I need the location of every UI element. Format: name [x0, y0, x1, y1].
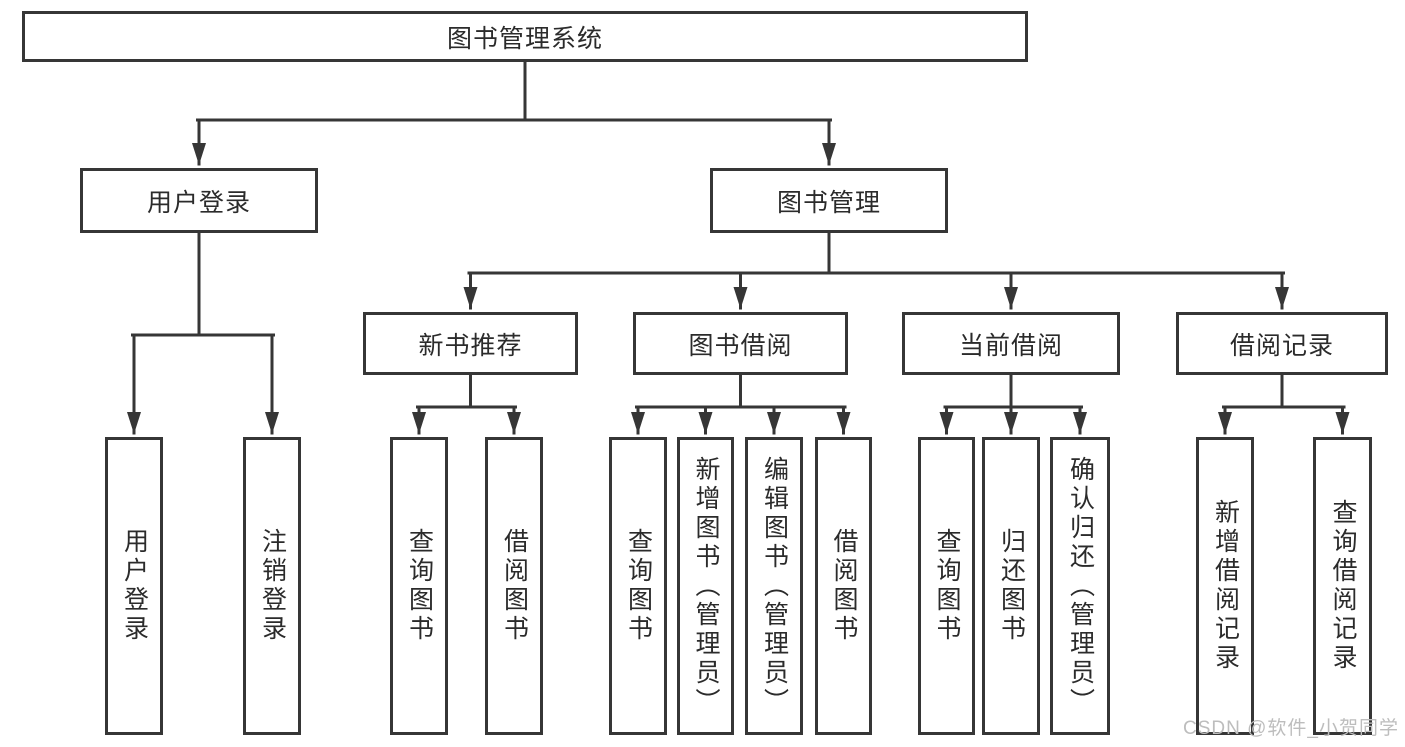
node-leaf-borrow-add-books-admin: 新增图书（管理员） — [677, 437, 734, 735]
node-borrow-records-label: 借阅记录 — [1229, 331, 1334, 360]
node-leaf-borrow-edit-books-admin: 编辑图书（管理员） — [745, 437, 803, 735]
csdn-watermark: CSDN @软件_小贺同学 — [1183, 718, 1399, 739]
node-user-login-label: 用户登录 — [146, 188, 251, 217]
node-leaf-record-add-borrow-record: 新增借阅记录 — [1196, 437, 1254, 735]
node-leaf-logout: 注销登录 — [243, 437, 301, 735]
node-root-library-system: 图书管理系统 — [22, 11, 1028, 62]
node-leaf-user-login: 用户登录 — [105, 437, 163, 735]
node-leaf-record-query-borrow-record: 查询借阅记录 — [1313, 437, 1372, 735]
node-leaf-record-add-borrow-record-label: 新增借阅记录 — [1211, 499, 1240, 673]
node-user-login: 用户登录 — [80, 168, 318, 233]
connector-recommend-to-leaves — [412, 373, 521, 435]
node-leaf-record-query-borrow-record-label: 查询借阅记录 — [1329, 499, 1357, 673]
node-current-borrowing-label: 当前借阅 — [958, 331, 1063, 360]
node-leaf-current-query-books: 查询图书 — [918, 437, 975, 735]
node-book-borrowing-label: 图书借阅 — [688, 331, 793, 360]
node-leaf-borrow-query-books-label: 查询图书 — [624, 528, 653, 644]
connector-record-to-leaves — [1218, 373, 1350, 435]
node-borrow-records: 借阅记录 — [1176, 312, 1388, 375]
node-leaf-recommend-query-books-label: 查询图书 — [405, 528, 434, 644]
node-leaf-user-login-label: 用户登录 — [120, 528, 149, 644]
node-leaf-current-query-books-label: 查询图书 — [933, 528, 961, 644]
node-book-borrowing: 图书借阅 — [633, 312, 848, 375]
connector-borrow-to-leaves — [631, 373, 851, 435]
connector-book-mgmt-to-level3 — [463, 231, 1289, 310]
node-current-borrowing: 当前借阅 — [902, 312, 1120, 375]
node-leaf-logout-label: 注销登录 — [258, 528, 287, 644]
node-leaf-borrow-edit-books-admin-label: 编辑图书（管理员） — [760, 455, 789, 717]
node-new-book-recommend-label: 新书推荐 — [418, 331, 523, 360]
connector-root-to-level2 — [192, 60, 836, 166]
node-leaf-current-confirm-return-admin-label: 确认归还（管理员） — [1066, 455, 1095, 717]
node-leaf-borrow-borrow-books: 借阅图书 — [815, 437, 872, 735]
node-leaf-borrow-borrow-books-label: 借阅图书 — [830, 528, 858, 644]
connector-user-login-to-leaves — [127, 231, 279, 435]
node-leaf-recommend-query-books: 查询图书 — [390, 437, 448, 735]
node-leaf-recommend-borrow-books: 借阅图书 — [485, 437, 543, 735]
node-leaf-borrow-add-books-admin-label: 新增图书（管理员） — [692, 455, 720, 717]
node-root-label: 图书管理系统 — [446, 24, 603, 53]
connector-current-to-leaves — [939, 373, 1087, 435]
node-leaf-recommend-borrow-books-label: 借阅图书 — [500, 528, 529, 644]
node-new-book-recommend: 新书推荐 — [363, 312, 578, 375]
node-leaf-current-confirm-return-admin: 确认归还（管理员） — [1050, 437, 1110, 735]
node-book-management-label: 图书管理 — [776, 188, 881, 217]
node-leaf-current-return-books-label: 归还图书 — [997, 528, 1026, 644]
node-book-management: 图书管理 — [710, 168, 948, 233]
node-leaf-borrow-query-books: 查询图书 — [609, 437, 667, 735]
node-leaf-current-return-books: 归还图书 — [982, 437, 1040, 735]
